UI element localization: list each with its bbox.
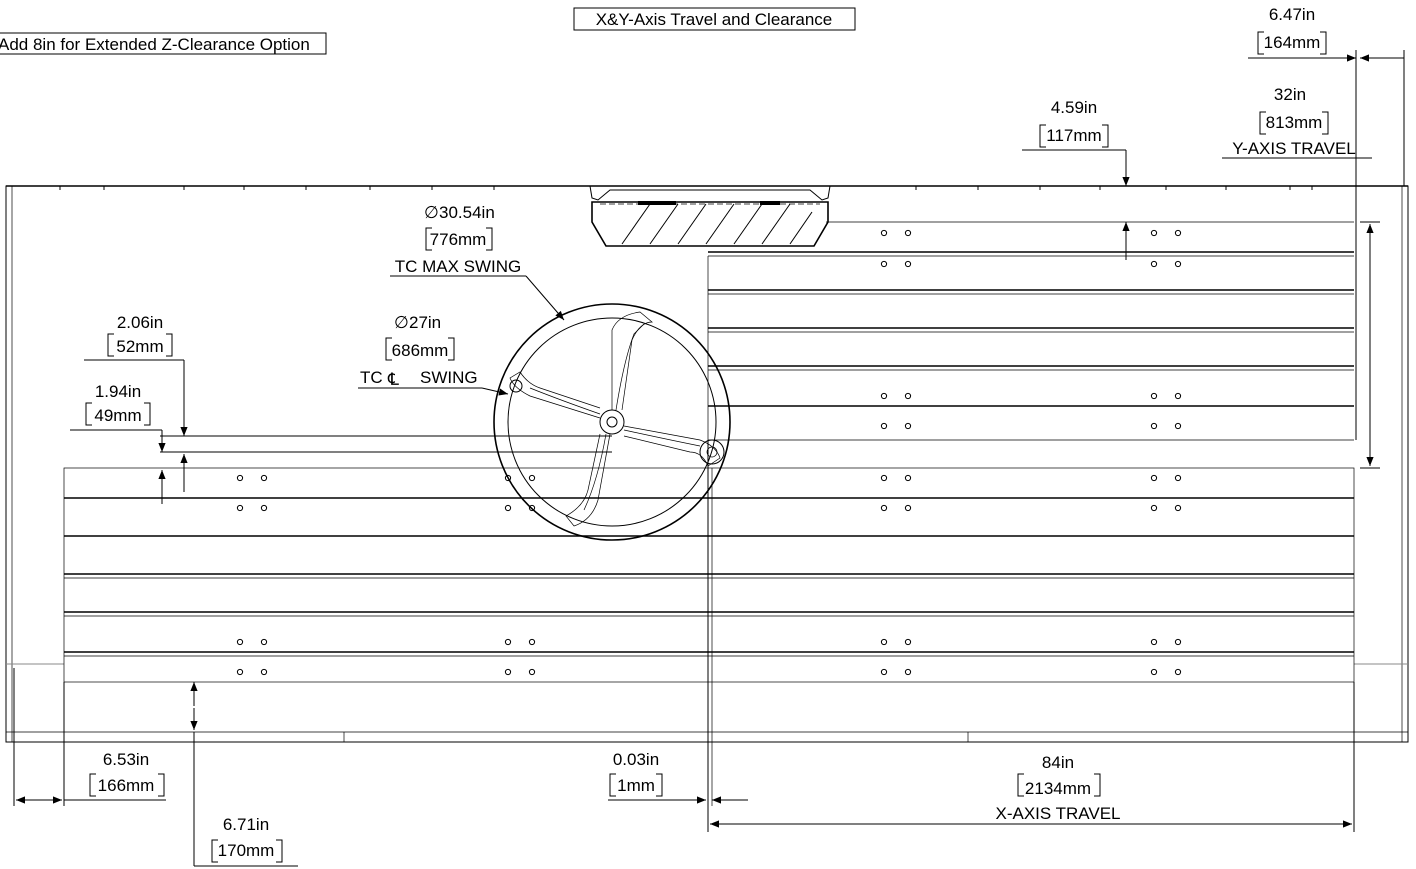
- dim-bottom-left: 6.53in 166mm: [13, 668, 166, 806]
- svg-text:2.06in: 2.06in: [117, 313, 163, 332]
- svg-text:1.94in: 1.94in: [95, 382, 141, 401]
- dim-x-travel: 84in 2134mm X-AXIS TRAVEL: [710, 682, 1355, 832]
- svg-text:32in: 32in: [1274, 85, 1306, 104]
- dim-bottom-mid: 0.03in 1mm: [608, 440, 748, 832]
- dim-top-clearance: 4.59in 117mm: [1022, 98, 1130, 260]
- dim-bottom-y: 6.71in 170mm: [190, 682, 298, 867]
- svg-text:6.47in: 6.47in: [1269, 5, 1315, 24]
- svg-text:℄: ℄: [387, 370, 399, 389]
- tool-changer: [493, 303, 731, 541]
- svg-text:170mm: 170mm: [218, 841, 275, 860]
- table-outline: [5, 185, 1409, 743]
- svg-text:TC: TC: [360, 368, 383, 387]
- drawing-title: X&Y-Axis Travel and Clearance: [573, 7, 856, 31]
- svg-text:0.03in: 0.03in: [613, 750, 659, 769]
- spindle-head: [589, 185, 831, 247]
- extended-z-note-text: Add 8in for Extended Z-Clearance Option: [0, 35, 310, 54]
- tc-centerline-circle: [507, 317, 717, 527]
- mounting-holes: [236, 229, 1182, 676]
- upper-slot-plate: [707, 221, 1354, 441]
- svg-text:30.54in: 30.54in: [439, 203, 495, 222]
- svg-text:TC MAX SWING: TC MAX SWING: [395, 257, 522, 276]
- svg-text:X-AXIS TRAVEL: X-AXIS TRAVEL: [995, 804, 1120, 823]
- extended-z-note: Add 8in for Extended Z-Clearance Option: [0, 32, 327, 55]
- svg-text:164mm: 164mm: [1264, 33, 1321, 52]
- top-edge-ticks: [59, 186, 1313, 190]
- svg-text:776mm: 776mm: [430, 230, 487, 249]
- tc-max-swing-circle: [493, 303, 731, 541]
- svg-text:27in: 27in: [409, 313, 441, 332]
- dim-gantry-offset: 6.47in 164mm: [1248, 5, 1405, 284]
- dim-y-travel: 32in 813mm Y-AXIS TRAVEL: [1222, 85, 1380, 469]
- lower-slot-plate: [63, 467, 1355, 683]
- dim-tc-max-swing: ∅ 30.54in 776mm TC MAX SWING: [390, 203, 565, 321]
- svg-text:813mm: 813mm: [1266, 113, 1323, 132]
- dim-tc-cl-swing: ∅ 27in 686mm TC ℄ SWING: [358, 313, 509, 396]
- svg-text:Y-AXIS TRAVEL: Y-AXIS TRAVEL: [1232, 139, 1355, 158]
- dim-left-clearance: 2.06in 52mm 1.94in 49mm: [70, 313, 612, 504]
- drawing-title-text: X&Y-Axis Travel and Clearance: [596, 10, 833, 29]
- svg-text:1mm: 1mm: [617, 776, 655, 795]
- svg-text:52mm: 52mm: [116, 337, 163, 356]
- svg-text:SWING: SWING: [420, 368, 478, 387]
- svg-text:49mm: 49mm: [94, 406, 141, 425]
- svg-text:2134mm: 2134mm: [1025, 779, 1091, 798]
- svg-text:4.59in: 4.59in: [1051, 98, 1097, 117]
- svg-text:117mm: 117mm: [1046, 126, 1101, 145]
- svg-text:6.71in: 6.71in: [223, 815, 269, 834]
- svg-text:∅: ∅: [394, 313, 409, 332]
- svg-text:166mm: 166mm: [98, 776, 155, 795]
- svg-text:6.53in: 6.53in: [103, 750, 149, 769]
- svg-text:686mm: 686mm: [392, 341, 449, 360]
- svg-text:∅: ∅: [424, 203, 439, 222]
- svg-text:84in: 84in: [1042, 753, 1074, 772]
